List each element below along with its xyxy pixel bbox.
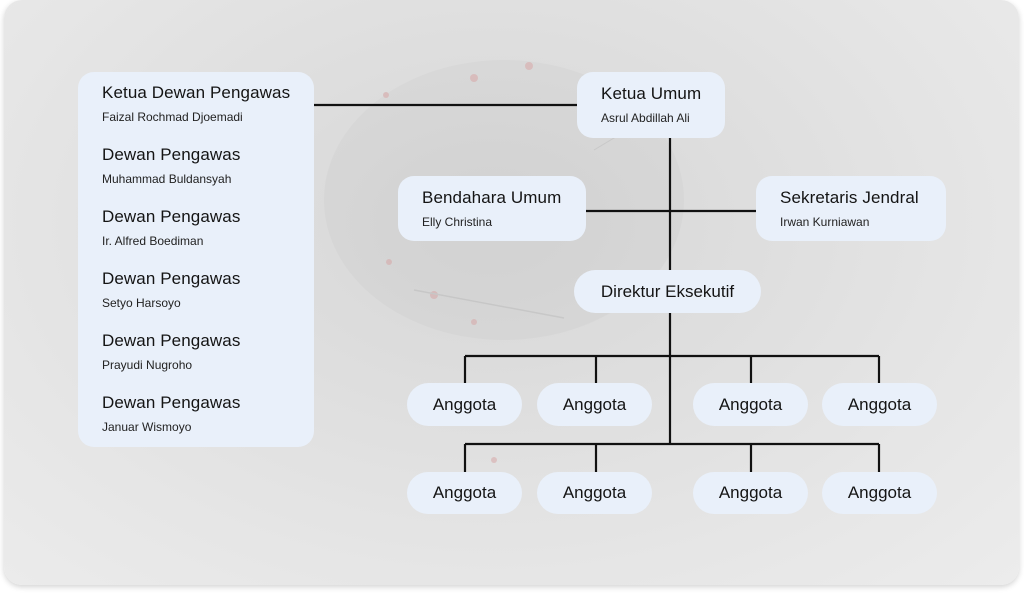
treasurer-name: Elly Christina xyxy=(422,215,493,229)
advisory-board-title: Dewan Pengawas xyxy=(102,207,241,226)
advisory-board-name: Faizal Rochmad Djoemadi xyxy=(102,110,243,124)
advisory-board-name: Ir. Alfred Boediman xyxy=(102,234,204,248)
member-node: Anggota xyxy=(537,472,652,514)
advisory-board-entry: Dewan Pengawas Setyo Harsoyo xyxy=(102,268,290,330)
treasurer-title: Bendahara Umum xyxy=(422,188,562,207)
member-node: Anggota xyxy=(822,472,937,514)
member-node: Anggota xyxy=(822,383,937,426)
advisory-board-name: Muhammad Buldansyah xyxy=(102,172,232,186)
connector-lines xyxy=(310,103,881,472)
chairman-title: Ketua Umum xyxy=(601,84,702,103)
advisory-board-entry: Dewan Pengawas Muhammad Buldansyah xyxy=(102,144,290,206)
member-node: Anggota xyxy=(693,472,808,514)
advisory-board-title: Dewan Pengawas xyxy=(102,145,241,164)
secretary-node: Sekretaris Jendral Irwan Kurniawan xyxy=(756,176,946,241)
advisory-board-title: Dewan Pengawas xyxy=(102,393,241,412)
advisory-board-name: Prayudi Nugroho xyxy=(102,358,193,372)
advisory-board-name: Setyo Harsoyo xyxy=(102,296,181,310)
member-node: Anggota xyxy=(407,383,522,426)
advisory-board-entry: Dewan Pengawas Ir. Alfred Boediman xyxy=(102,206,290,268)
treasurer-node: Bendahara Umum Elly Christina xyxy=(398,176,586,241)
advisory-board-title: Dewan Pengawas xyxy=(102,269,241,288)
advisory-board-panel: Ketua Dewan Pengawas Faizal Rochmad Djoe… xyxy=(78,72,314,447)
advisory-board-entry: Ketua Dewan Pengawas Faizal Rochmad Djoe… xyxy=(102,82,290,144)
advisory-board-title: Dewan Pengawas xyxy=(102,331,241,350)
org-chart-card: Ketua Dewan Pengawas Faizal Rochmad Djoe… xyxy=(4,0,1019,585)
advisory-board-name: Januar Wismoyo xyxy=(102,420,192,434)
chairman-name: Asrul Abdillah Ali xyxy=(601,111,690,125)
advisory-board-entry: Dewan Pengawas Prayudi Nugroho xyxy=(102,330,290,392)
secretary-title: Sekretaris Jendral xyxy=(780,188,919,207)
executive-director-node: Direktur Eksekutif xyxy=(574,270,761,313)
chairman-node: Ketua Umum Asrul Abdillah Ali xyxy=(577,72,725,138)
member-node: Anggota xyxy=(407,472,522,514)
member-node: Anggota xyxy=(693,383,808,426)
advisory-board-title: Ketua Dewan Pengawas xyxy=(102,83,291,102)
secretary-name: Irwan Kurniawan xyxy=(780,215,870,229)
member-node: Anggota xyxy=(537,383,652,426)
advisory-board-entry: Dewan Pengawas Januar Wismoyo xyxy=(102,392,290,454)
